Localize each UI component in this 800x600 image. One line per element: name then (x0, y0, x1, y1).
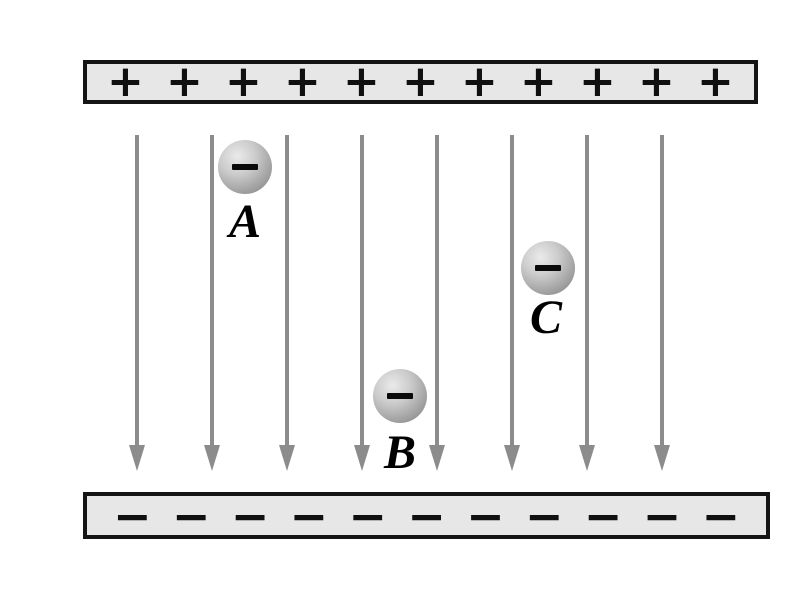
field-line-shaft (510, 135, 514, 445)
minus-sign: − (113, 488, 152, 543)
arrowhead-down-icon (129, 445, 145, 471)
plus-sign: + (166, 56, 203, 107)
field-line-shaft (660, 135, 664, 445)
minus-sign: − (642, 488, 682, 543)
charge-sphere-a (218, 140, 272, 194)
arrowhead-down-icon (429, 445, 445, 471)
charge-label-a: A (228, 195, 262, 248)
minus-sign: − (524, 488, 564, 543)
minus-sign: − (583, 488, 623, 543)
negative-plate: −−−−−−−−−−− (83, 492, 770, 539)
charge-label-c: C (529, 291, 563, 344)
plus-sign: + (284, 56, 321, 107)
charge-sphere-b (373, 369, 427, 423)
minus-sign: − (701, 488, 740, 543)
minus-sign: − (407, 488, 446, 543)
positive-plate: +++++++++++ (83, 60, 758, 104)
minus-sign-icon (535, 265, 561, 271)
minus-sign: − (348, 488, 387, 543)
charge-label-b: B (383, 426, 417, 479)
arrowhead-down-icon (504, 445, 520, 471)
field-line-shaft (135, 135, 139, 445)
field-line-shaft (435, 135, 439, 445)
minus-sign: − (289, 488, 329, 543)
minus-sign: − (171, 488, 211, 543)
field-line-shaft (285, 135, 289, 445)
minus-sign: − (230, 488, 270, 543)
arrowhead-down-icon (654, 445, 670, 471)
minus-sign: − (466, 488, 505, 543)
arrowhead-down-icon (354, 445, 370, 471)
plus-sign: + (402, 56, 439, 107)
arrowhead-down-icon (204, 445, 220, 471)
arrowhead-down-icon (279, 445, 295, 471)
charge-sphere-c (521, 241, 575, 295)
field-line-shaft (585, 135, 589, 445)
plus-sign: + (697, 56, 734, 107)
plus-sign: + (107, 56, 144, 107)
plus-sign: + (579, 56, 616, 107)
plus-sign: + (520, 56, 557, 107)
arrowhead-down-icon (579, 445, 595, 471)
minus-sign-icon (232, 164, 258, 170)
minus-sign-icon (387, 393, 413, 399)
plus-sign: + (461, 56, 498, 107)
plus-sign: + (638, 56, 675, 107)
plus-sign: + (343, 56, 380, 107)
field-line-shaft (210, 135, 214, 445)
plus-sign: + (225, 56, 262, 107)
field-line-shaft (360, 135, 364, 445)
